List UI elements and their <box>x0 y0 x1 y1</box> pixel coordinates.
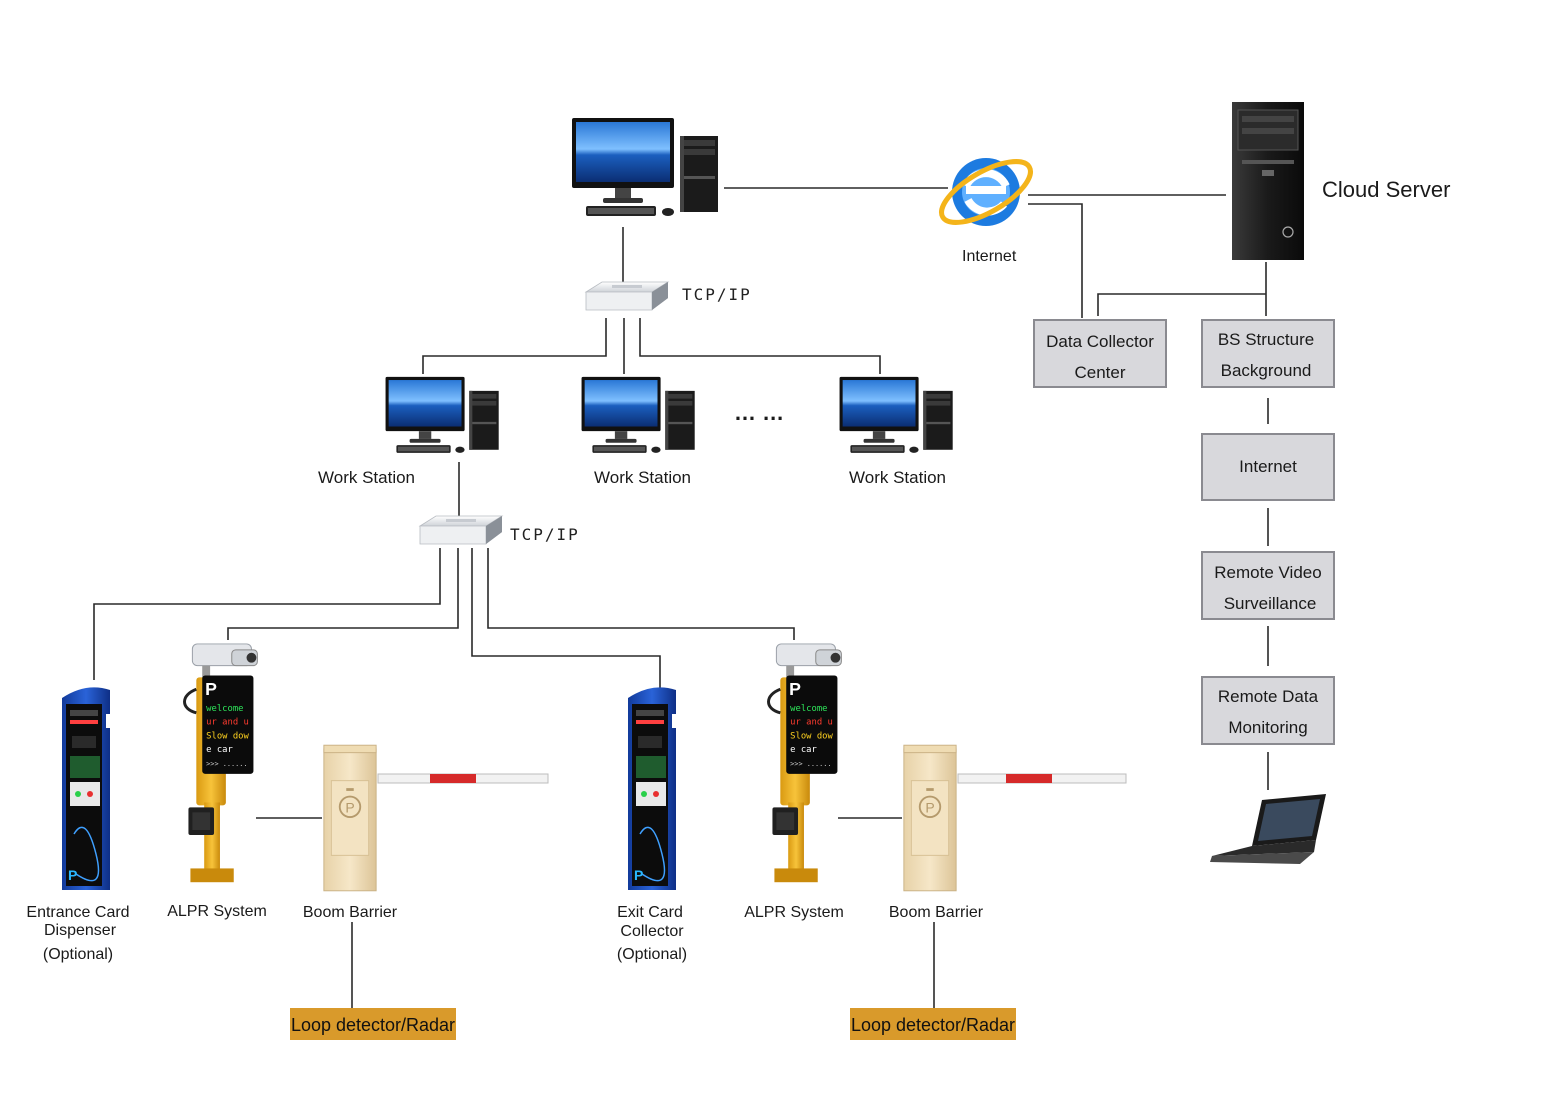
entrance-card-dispenser: Entrance Card Dispenser (Optional) <box>26 686 130 963</box>
data-collector-line1: Data Collector <box>1046 332 1154 351</box>
bs-structure-line2: Background <box>1221 361 1312 380</box>
remote-video-line1: Remote Video <box>1214 563 1321 582</box>
workstation-1: Work Station <box>318 376 499 487</box>
dispenser-label-line3: (Optional) <box>43 946 113 963</box>
data-collector-line2: Center <box>1074 363 1125 382</box>
desktop-computer-icon <box>385 376 499 453</box>
remote-data-box: Remote Data Monitoring <box>1201 676 1335 745</box>
alpr-camera-display-icon <box>767 642 843 884</box>
boom-barrier-icon <box>902 744 1127 892</box>
main-computer <box>572 118 718 216</box>
ellipsis: … … <box>734 400 784 425</box>
internet-box-label: Internet <box>1239 457 1297 476</box>
card-dispenser-icon <box>627 686 677 891</box>
bs-structure-box: BS Structure Background <box>1201 319 1335 388</box>
exit-loop-detector: Loop detector/Radar <box>850 1008 1016 1040</box>
tower-server-icon <box>1232 102 1304 260</box>
card-dispenser-icon <box>61 686 111 891</box>
workstation-label: Work Station <box>849 468 946 487</box>
alpr-label: ALPR System <box>744 904 844 921</box>
collector-label-line3: (Optional) <box>617 946 687 963</box>
internet-explorer-icon <box>939 158 1033 226</box>
network-switch-icon <box>585 281 669 311</box>
loop-detector-label: Loop detector/Radar <box>291 1015 455 1035</box>
remote-data-line1: Remote Data <box>1218 687 1319 706</box>
exit-boom-barrier: Boom Barrier <box>889 744 1127 921</box>
workstation-2: Work Station <box>581 376 695 487</box>
barrier-label: Boom Barrier <box>303 904 398 921</box>
exit-alpr-system: ALPR System <box>744 642 844 921</box>
network-switch-icon <box>419 515 503 545</box>
entrance-loop-detector: Loop detector/Radar <box>290 1008 456 1040</box>
alpr-label: ALPR System <box>167 903 267 920</box>
internet-box: Internet <box>1201 433 1335 501</box>
cloud-server: Cloud Server <box>1232 102 1450 260</box>
alpr-camera-display-icon <box>183 642 259 884</box>
desktop-computer-icon <box>581 376 695 453</box>
remote-video-box: Remote Video Surveillance <box>1201 551 1335 620</box>
connection-lines <box>93 187 1269 1008</box>
loop-detector-label: Loop detector/Radar <box>851 1015 1015 1035</box>
data-collector-box: Data Collector Center <box>1033 319 1167 388</box>
bottom-network-switch: TCP/IP <box>419 515 580 545</box>
desktop-computer-icon <box>572 118 718 216</box>
cloud-server-label: Cloud Server <box>1322 177 1450 202</box>
entrance-boom-barrier: Boom Barrier <box>303 744 549 921</box>
desktop-computer-icon <box>839 376 953 453</box>
internet-explorer: Internet <box>939 158 1033 265</box>
workstation-3: Work Station <box>839 376 953 487</box>
barrier-label: Boom Barrier <box>889 904 984 921</box>
dispenser-label-line1: Entrance Card <box>26 904 129 921</box>
tcpip-label-top: TCP/IP <box>682 285 752 304</box>
workstation-label: Work Station <box>594 468 691 487</box>
dispenser-label-line2: Dispenser <box>44 922 117 939</box>
internet-label: Internet <box>962 248 1017 265</box>
entrance-alpr-system: ALPR System <box>167 642 267 920</box>
workstation-label: Work Station <box>318 468 415 487</box>
remote-video-line2: Surveillance <box>1224 594 1317 613</box>
exit-card-collector: Exit Card Collector (Optional) <box>617 686 687 963</box>
collector-label-line1: Exit Card <box>617 904 683 921</box>
top-network-switch: TCP/IP <box>585 281 752 311</box>
boom-barrier-icon <box>322 744 549 892</box>
collector-label-line2: Collector <box>620 923 684 940</box>
tcpip-label-bottom: TCP/IP <box>510 525 580 544</box>
bs-structure-line1: BS Structure <box>1218 330 1314 349</box>
laptop-icon <box>1210 794 1326 864</box>
remote-data-line2: Monitoring <box>1228 718 1307 737</box>
